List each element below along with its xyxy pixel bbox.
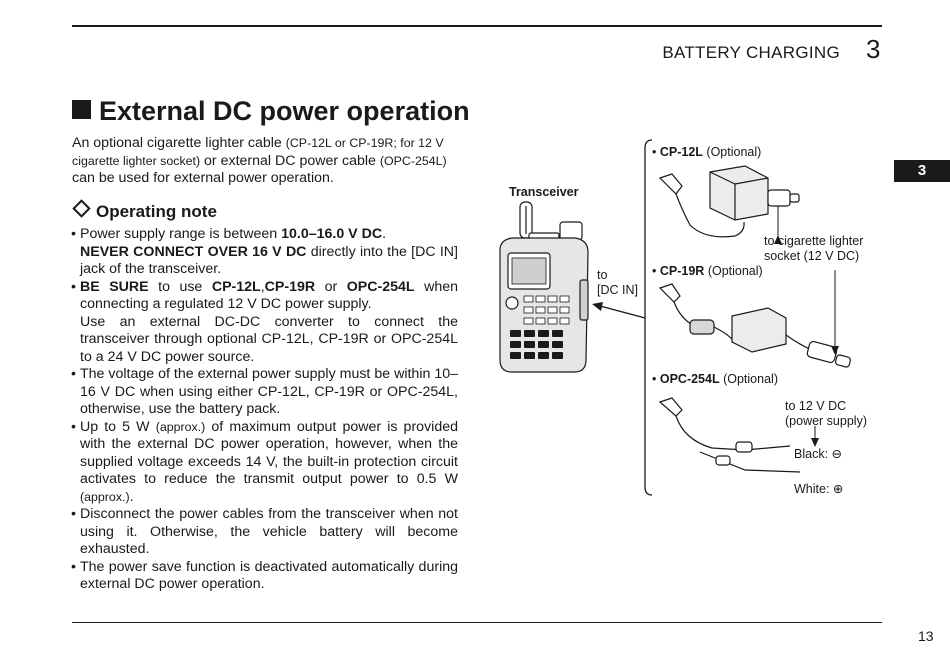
note-item: Up to 5 W (approx.) of maximum output po… — [71, 419, 458, 507]
cigarette-lighter-label-2: socket (12 V DC) — [764, 249, 860, 263]
page-number: 13 — [918, 628, 934, 644]
operating-note-list: Power supply range is between 10.0–16.0 … — [71, 226, 458, 594]
white-positive-label: White: ⊕ — [794, 482, 844, 496]
transceiver-illustration — [499, 201, 589, 373]
cp-12l-cable-illustration — [658, 165, 800, 238]
transceiver-label: Transceiver — [509, 185, 579, 199]
note-item: Power supply range is between 10.0–16.0 … — [71, 226, 458, 279]
intro-paragraph: An optional cigarette lighter cable (CP-… — [72, 135, 447, 186]
section-title-text: External DC power operation — [99, 96, 470, 126]
left-column: An optional cigarette lighter cable (CP-… — [71, 135, 458, 594]
cigarette-lighter-label-1: to cigarette lighter — [764, 234, 864, 248]
cp-19r-label: • CP-19R (Optional) — [652, 264, 763, 278]
note-item: The power save function is deactivated a… — [71, 559, 458, 594]
dc-in-arrowhead — [592, 302, 603, 311]
chapter-title: BATTERY CHARGING — [662, 43, 840, 62]
dc-in-arrow — [599, 305, 646, 319]
opc-254l-cable-illustration — [658, 397, 816, 473]
opc-254l-label: • OPC-254L (Optional) — [652, 372, 778, 386]
note-item: BE SURE to use CP-12L,CP-19R or OPC-254L… — [71, 279, 458, 367]
to-dc-in-label-2: [DC IN] — [597, 283, 638, 297]
chapter-side-tab: 3 — [894, 160, 950, 182]
footer-rule — [72, 622, 882, 623]
header-rule — [72, 25, 882, 27]
cable-group-bracket — [644, 139, 653, 496]
to-dc-in-label-1: to — [597, 268, 608, 282]
cp-19r-cable-illustration — [658, 270, 851, 368]
cp-12l-label: • CP-12L (Optional) — [652, 145, 762, 159]
black-negative-label: Black: ⊖ — [794, 447, 842, 461]
power-supply-label-2: (power supply) — [785, 414, 867, 428]
operating-note-title: Operating note — [72, 198, 458, 221]
note-item: The voltage of the external power supply… — [71, 366, 458, 419]
power-supply-label-1: to 12 V DC — [785, 399, 847, 413]
note-item: Disconnect the power cables from the tra… — [71, 506, 458, 559]
square-bullet-icon — [72, 100, 91, 119]
section-title: External DC power operation — [72, 96, 470, 127]
chapter-number: 3 — [866, 34, 881, 64]
